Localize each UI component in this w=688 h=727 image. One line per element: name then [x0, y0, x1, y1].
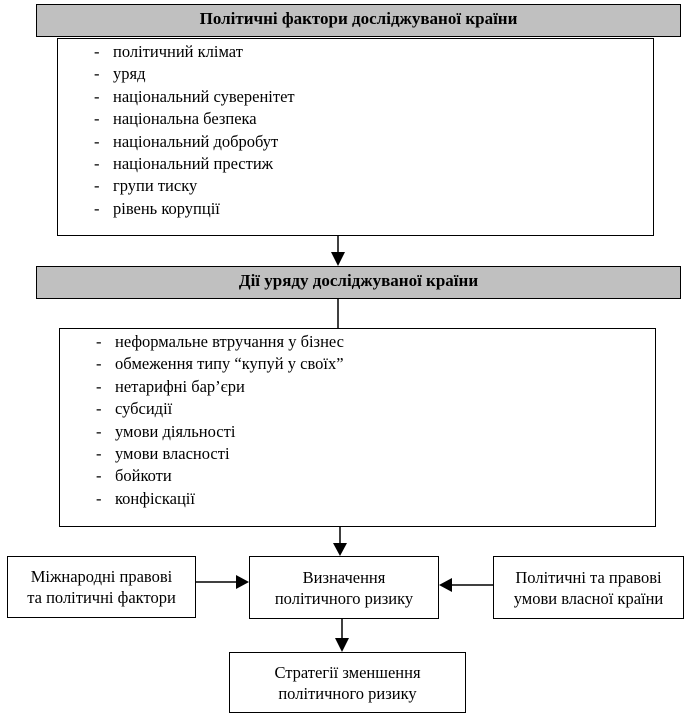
political-factor-item-text: національна безпека: [113, 109, 257, 129]
arrow-list2-to-risk-head: [333, 543, 347, 556]
arrow-right-to-risk-head: [439, 578, 452, 592]
political-factor-item-text: рівень корупції: [113, 198, 220, 218]
political-factor-item-text: національний престиж: [113, 154, 274, 174]
government-action-item: -конфіскації: [96, 488, 344, 510]
government-action-item-text: конфіскації: [115, 488, 195, 508]
bullet-dash: -: [96, 466, 102, 486]
government-action-item-text: субсидії: [115, 399, 173, 419]
government-action-item: -неформальне втручання у бізнес: [96, 331, 344, 353]
political-factor-item-text: національний суверенітет: [113, 86, 295, 106]
political-factor-item: -національна безпека: [94, 108, 295, 130]
home-country-conditions-box: Політичні та правові умови власної країн…: [493, 556, 684, 619]
bullet-dash: -: [96, 444, 102, 464]
government-action-item-text: умови власності: [115, 444, 230, 464]
political-factor-item-text: групи тиску: [113, 176, 198, 196]
government-action-item: -умови діяльності: [96, 421, 344, 443]
government-action-item-text: обмеження типу “купуй у своїх”: [115, 354, 344, 374]
government-action-item: -субсидії: [96, 398, 344, 420]
bullet-dash: -: [96, 399, 102, 419]
political-factor-item: -національний добробут: [94, 131, 295, 153]
political-factors-list: -політичний клімат-уряд-національний сув…: [94, 41, 295, 220]
political-factor-item: -рівень корупції: [94, 198, 295, 220]
government-action-item-text: бойкоти: [115, 466, 172, 486]
risk-determination-line2: політичного ризику: [274, 588, 414, 608]
bullet-dash: -: [96, 376, 102, 396]
bullet-dash: -: [94, 86, 100, 106]
political-factors-header: Політичні фактори досліджуваної країни: [36, 4, 681, 37]
international-factors-line2: та політичні фактори: [27, 588, 176, 607]
risk-reduction-line1: Стратегії зменшення: [274, 662, 421, 682]
political-factor-item-text: національний добробут: [113, 131, 279, 151]
bullet-dash: -: [94, 154, 100, 174]
international-factors-line1: Міжнародні правові: [30, 567, 173, 586]
bullet-dash: -: [96, 332, 102, 351]
arrow-left-to-risk-head: [236, 575, 249, 589]
bullet-dash: -: [96, 354, 102, 374]
political-factor-item: -уряд: [94, 63, 295, 85]
political-factor-item: -національний престиж: [94, 153, 295, 175]
government-action-item-text: нетарифні бар’єри: [115, 376, 245, 396]
government-action-item: -нетарифні бар’єри: [96, 376, 344, 398]
political-factor-item: -політичний клімат: [94, 41, 295, 63]
government-action-item: -обмеження типу “купуй у своїх”: [96, 353, 344, 375]
government-actions-list-box: -неформальне втручання у бізнес-обмеженн…: [59, 328, 656, 527]
political-factors-list-box: -політичний клімат-уряд-національний сув…: [57, 38, 654, 236]
government-action-item-text: неформальне втручання у бізнес: [115, 332, 344, 351]
bullet-dash: -: [96, 421, 102, 441]
international-factors-box: Міжнародні правові та політичні фактори: [7, 556, 196, 618]
arrow-list1-to-header2-head: [331, 252, 345, 266]
risk-reduction-line2: політичного ризику: [278, 683, 417, 703]
government-action-item-text: умови діяльності: [115, 421, 236, 441]
political-factor-item: -національний суверенітет: [94, 86, 295, 108]
government-action-item: -бойкоти: [96, 465, 344, 487]
bullet-dash: -: [94, 176, 100, 196]
bullet-dash: -: [94, 198, 100, 218]
government-actions-header: Дії уряду досліджуваної країни: [36, 266, 681, 299]
government-action-item: -умови власності: [96, 443, 344, 465]
home-country-conditions-line1: Політичні та правові: [515, 567, 662, 587]
arrow-risk-to-strategies-head: [335, 638, 349, 652]
bullet-dash: -: [94, 42, 100, 61]
bullet-dash: -: [94, 109, 100, 129]
risk-determination-line1: Визначення: [302, 567, 386, 587]
home-country-conditions-line2: умови власної країни: [513, 588, 664, 608]
risk-reduction-strategies-box: Стратегії зменшення політичного ризику: [229, 652, 466, 713]
risk-determination-box: Визначення політичного ризику: [249, 556, 439, 619]
bullet-dash: -: [96, 488, 102, 508]
political-factor-item: -групи тиску: [94, 175, 295, 197]
political-factor-item-text: уряд: [113, 64, 146, 84]
government-actions-list: -неформальне втручання у бізнес-обмеженн…: [96, 331, 344, 510]
bullet-dash: -: [94, 64, 100, 84]
bullet-dash: -: [94, 131, 100, 151]
political-factor-item-text: політичний клімат: [113, 42, 243, 61]
